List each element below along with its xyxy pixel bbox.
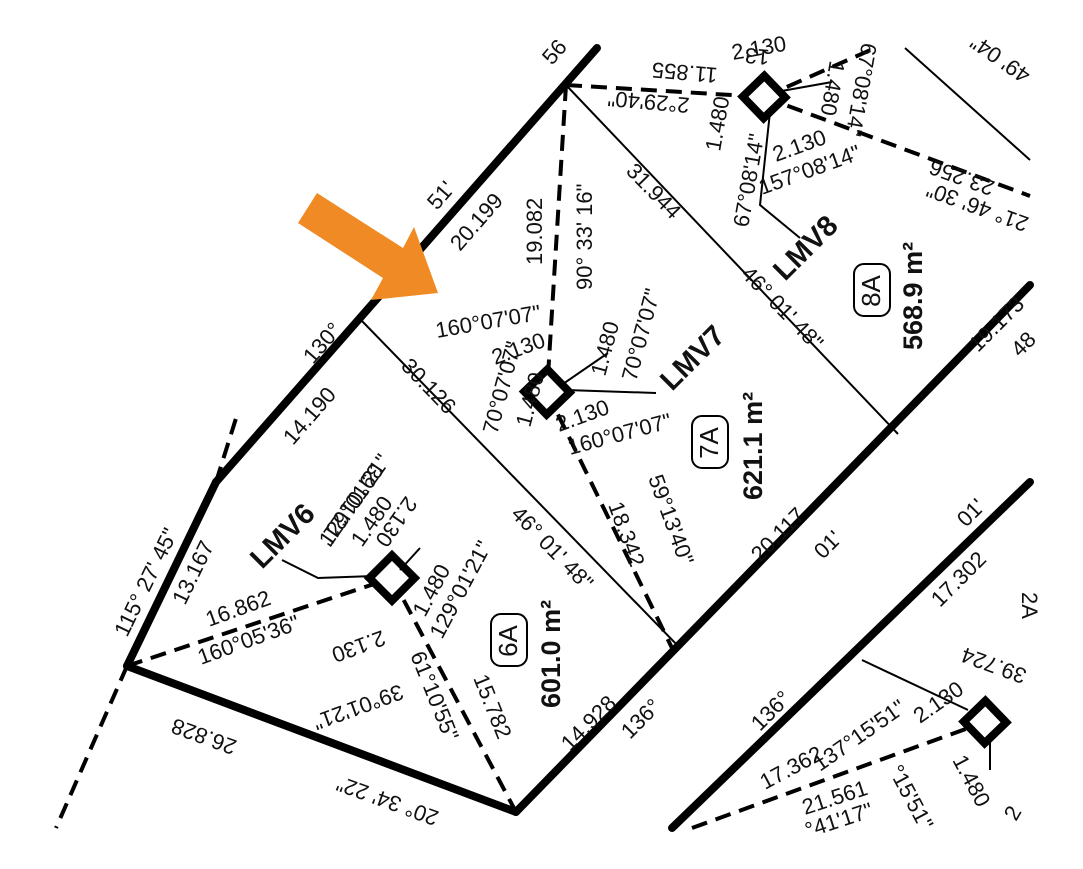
bearing-label: 01' (809, 526, 847, 564)
survey-mark-east-icon (958, 695, 1012, 749)
orange-arrow-icon (298, 193, 438, 300)
distance-label: 2.130 (909, 676, 968, 728)
angle-label: °15'51" (884, 761, 939, 834)
distance-label: 31.944 (621, 158, 686, 224)
bearing-label: 46° 01' 48" (506, 501, 598, 595)
dash-lmv8-east (763, 95, 1031, 198)
dashed-extension-south-west (54, 665, 129, 829)
lot-lines (360, 47, 1031, 711)
distance-label: 30.126 (396, 353, 461, 419)
distance-label: 18.342 (603, 498, 650, 570)
dash-lmv6-west (126, 576, 393, 668)
leader-lmv6 (281, 559, 375, 580)
boundary-line-road-far (668, 478, 1034, 832)
distance-label: 2.130 (329, 625, 389, 667)
lot-7a: 7A 621.1 m² (691, 392, 768, 500)
lmv6-labels: 129°01'21" 1.480 39°01'21" 2.130 1.480 1… (194, 449, 517, 744)
boundary-line-south (123, 662, 520, 816)
distance-label: 39.724 (958, 642, 1030, 689)
angle-label: 70°07'07" (617, 286, 666, 383)
distance-label: 26.828 (168, 713, 240, 760)
dash-lmv6-south (390, 577, 518, 813)
angle-label: 137°15'51" (809, 695, 911, 777)
angle-label: 49' 04" (966, 29, 1035, 88)
survey-mark-name-lmv7: LMV7 (654, 320, 731, 397)
distance-label: 15.782 (468, 671, 516, 743)
bearing-label: 136° (746, 686, 796, 736)
bearing-label: 2 (999, 801, 1027, 824)
distance-label: 11.855 (651, 57, 719, 88)
distance-label: 20.117 (746, 502, 810, 566)
distance-label: 13 (744, 43, 771, 70)
leader-lines (281, 81, 991, 770)
angle-label: 59°13'40" (643, 471, 699, 568)
survey-connection-lines (126, 46, 1031, 830)
lot-id-6a: 6A (493, 624, 523, 656)
lot-6a: 6A 601.0 m² (490, 600, 566, 708)
survey-mark-name-lmv6: LMV6 (244, 498, 321, 575)
angle-label: 67°08'14" (841, 41, 882, 138)
leader-lmv7 (565, 389, 657, 394)
lot-id-7a: 7A (694, 426, 724, 458)
angle-label: 90° 33' 16" (572, 184, 597, 290)
boundary-lines (54, 44, 1034, 832)
survey-mark-lmv8-icon (737, 70, 791, 124)
distance-label: 1.480 (816, 59, 850, 118)
lot-label-partial: 2A (1017, 592, 1042, 619)
bearing-label: 48 (1006, 327, 1041, 362)
distance-label: 1.480 (948, 751, 996, 811)
dash-lmv7-south (545, 391, 674, 649)
boundary-line-west (123, 478, 220, 670)
lot-line-7a-8a (565, 84, 899, 435)
lot-line-2a (861, 659, 969, 711)
distance-label: 14.190 (278, 382, 341, 449)
bearing-label: 56 (537, 34, 572, 69)
distance-label: 19.082 (522, 198, 547, 265)
lot-line-8a-east (904, 47, 1031, 161)
lot-id-8a: 8A (856, 274, 886, 306)
lot-8a: 8A 568.9 m² (853, 242, 928, 350)
lot-line-6a-7a (360, 319, 681, 649)
boundary-line-road-east (512, 281, 1034, 816)
distance-label: 1.480 (700, 94, 734, 153)
dash-lmv8-north (763, 46, 876, 99)
dash-mark-east-west (691, 720, 986, 830)
angle-label: 39°01'21" (310, 679, 407, 735)
lot-area-7a: 621.1 m² (738, 392, 768, 500)
leader-lmv8 (758, 111, 801, 239)
dashed-extension-north (214, 411, 240, 483)
lot-area-6a: 601.0 m² (536, 600, 566, 708)
survey-mark-lmv7-icon (518, 363, 576, 421)
lot-area-8a: 568.9 m² (898, 242, 928, 350)
dash-lmv7-north (545, 84, 568, 393)
dash-lmv8-west (565, 83, 765, 99)
